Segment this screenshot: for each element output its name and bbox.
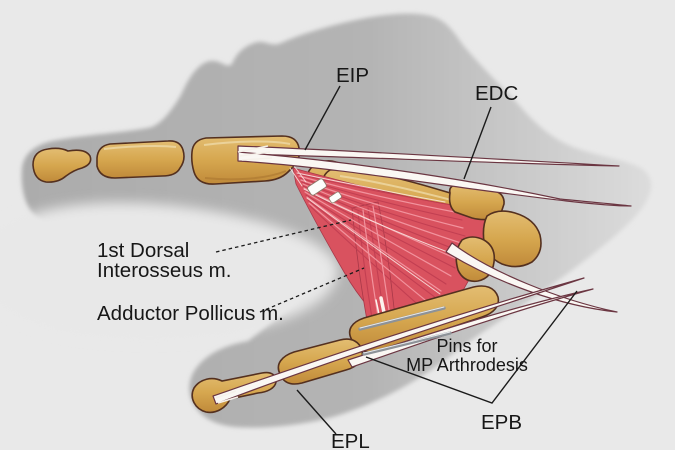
eip-leader [304,85,341,151]
eip-tendon [237,145,620,167]
label-epb: EPB [481,411,522,434]
edc-leader [463,106,492,180]
pin-2 [362,331,452,356]
epl-tendon [212,277,585,405]
label-adductor: Adductor Pollicus m. [97,302,284,325]
epl-leader [296,389,337,435]
index-middle-phalanx [96,140,185,179]
adductor-leader [259,267,365,313]
edc-tendon [237,151,632,207]
crossing-tendon [445,242,618,313]
epb-leader [365,290,578,404]
label-first-dorsal-line1: 1st Dorsal [97,239,189,262]
label-first-dorsal-line2: Interosseus m. [97,259,231,282]
pin-1 [358,306,446,331]
leader-lines [215,85,578,435]
label-epl: EPL [331,430,370,450]
index-distal-phalanx [32,147,92,183]
bone-highlights [103,140,471,206]
labels: EIP EDC 1st Dorsal Interosseus m. Adduct… [97,64,528,450]
label-eip: EIP [336,64,369,87]
label-edc: EDC [475,82,518,105]
label-pins-line2: MP Arthrodesis [406,355,528,375]
label-pins-line1: Pins for [436,336,497,356]
tendon-juncture [307,178,342,204]
fixation-pins [358,306,452,356]
palm-light-pocket [0,202,338,338]
tendon-insertion-fibers [215,145,273,404]
